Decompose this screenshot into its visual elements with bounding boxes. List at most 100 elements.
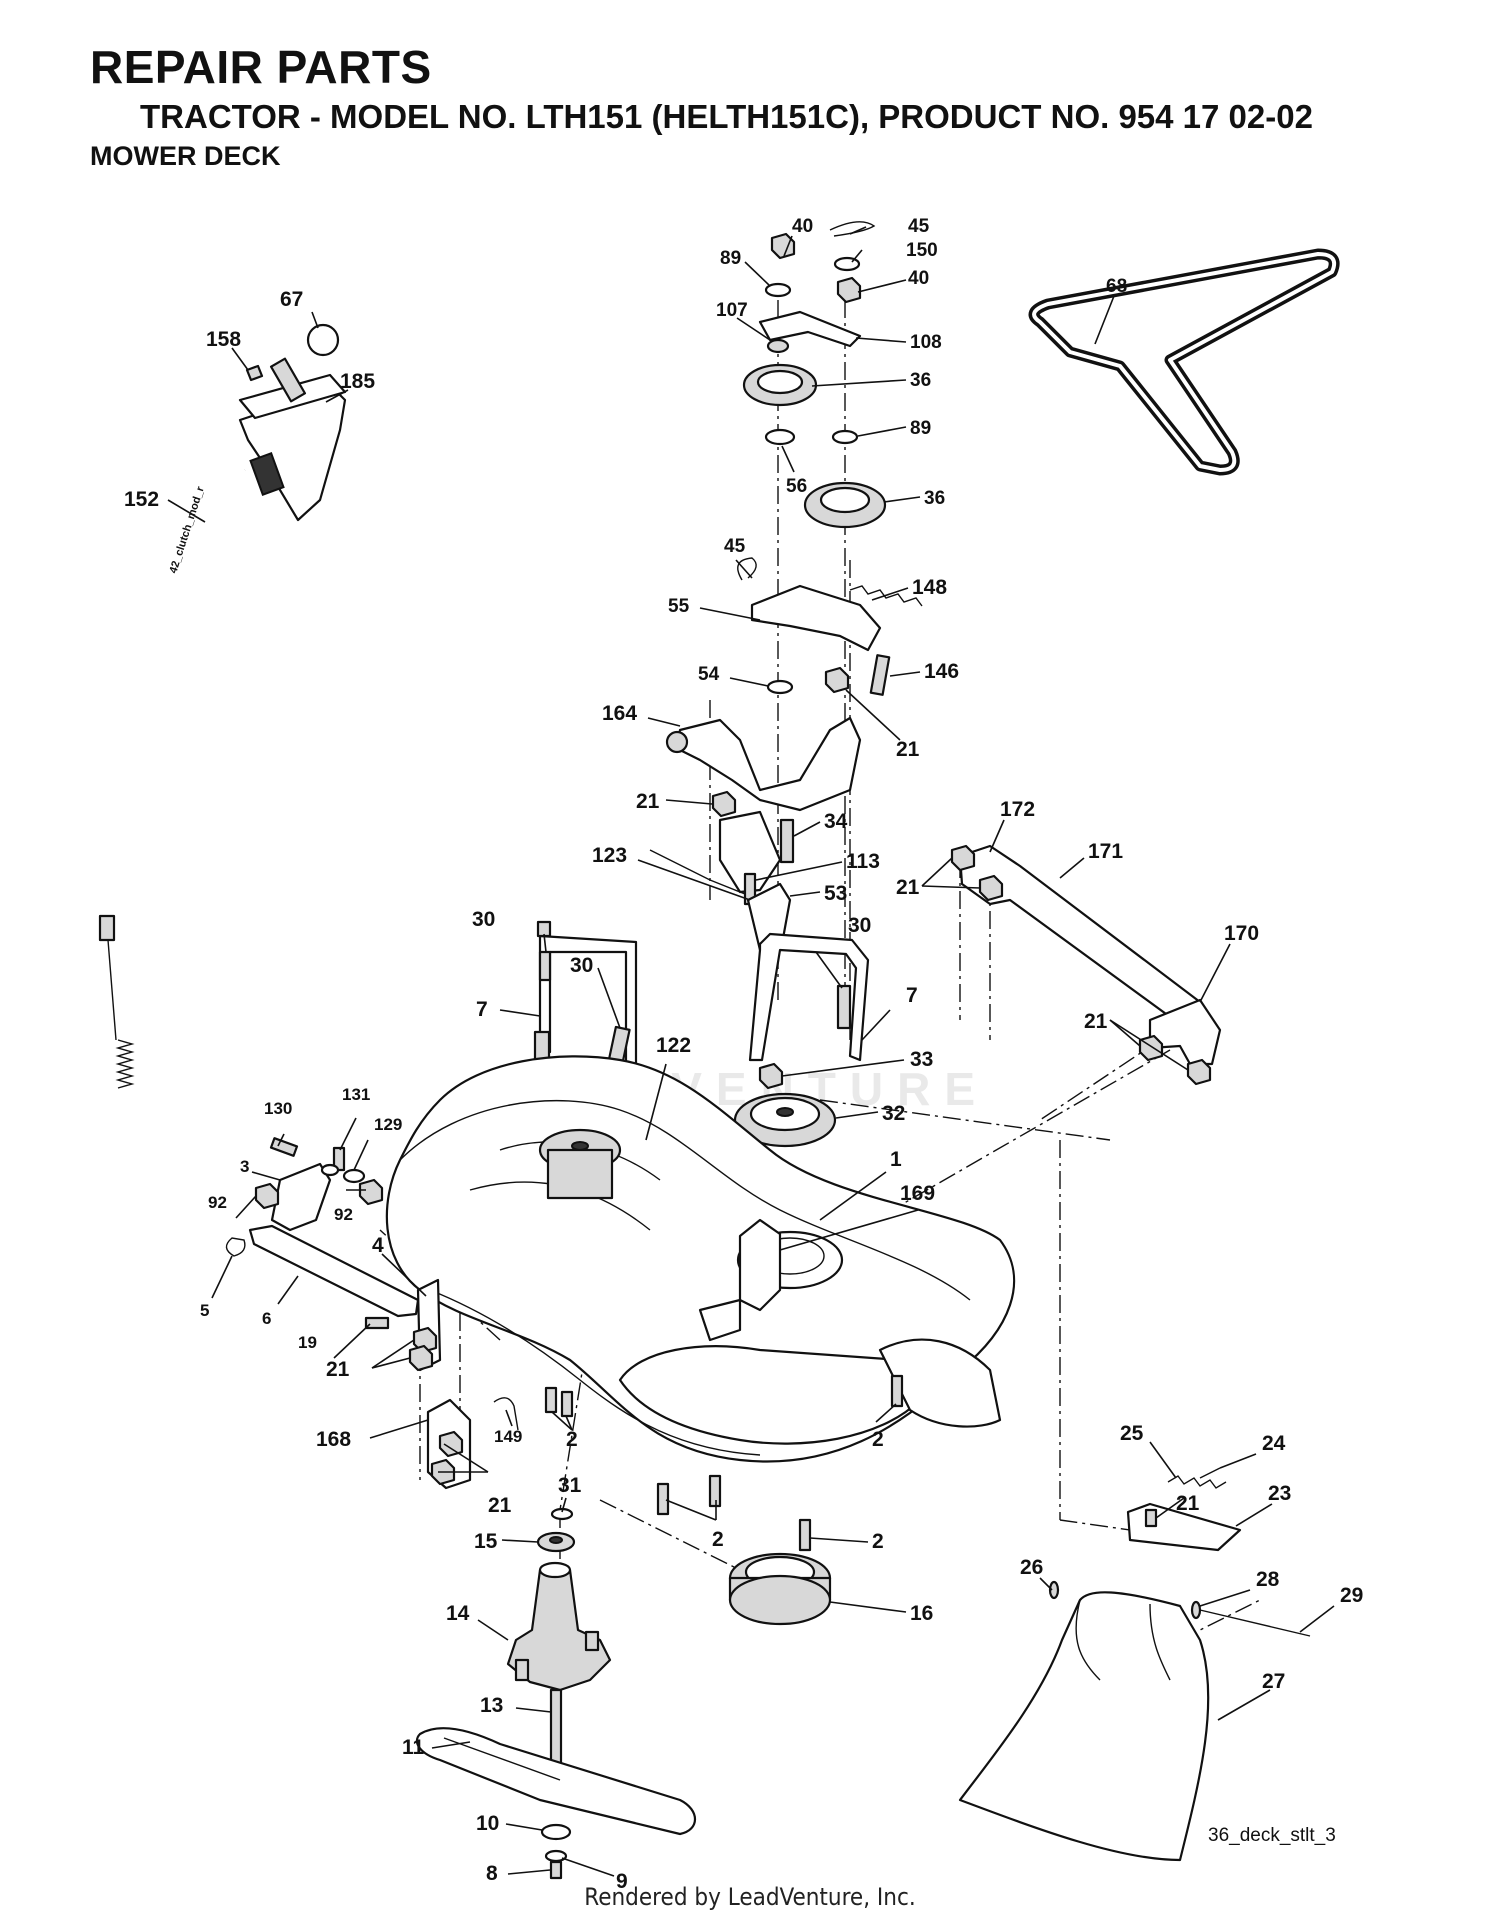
callout-150: 150 — [906, 240, 938, 261]
callout-146: 146 — [924, 660, 959, 683]
callout-21: 21 — [326, 1358, 350, 1381]
callout-25: 25 — [1120, 1422, 1144, 1445]
callout-92: 92 — [334, 1205, 353, 1224]
callout-56: 56 — [786, 476, 807, 497]
callout-21: 21 — [896, 738, 920, 761]
callout-40: 40 — [792, 216, 813, 237]
callout-21: 21 — [1084, 1010, 1108, 1033]
deck-bolts — [656, 1374, 904, 1552]
callout-2: 2 — [566, 1428, 578, 1451]
page-title: REPAIR PARTS — [90, 41, 432, 93]
drive-belt — [1028, 248, 1340, 476]
callout-3: 3 — [240, 1157, 249, 1176]
callout-19: 19 — [298, 1333, 317, 1352]
callout-numbers: 40 45 89 150 40 107 108 36 89 56 36 68 6… — [124, 216, 1363, 1893]
callout-1: 1 — [890, 1148, 902, 1171]
callout-169: 169 — [900, 1182, 935, 1205]
callout-29: 29 — [1340, 1584, 1363, 1607]
callout-107: 107 — [716, 300, 748, 321]
callout-172: 172 — [1000, 798, 1035, 821]
callout-45: 45 — [908, 216, 930, 237]
mower-deck-housing — [385, 1055, 1016, 1463]
callout-89: 89 — [720, 248, 741, 269]
callout-131: 131 — [342, 1085, 370, 1104]
callout-168: 168 — [316, 1428, 351, 1451]
callout-92: 92 — [208, 1193, 227, 1212]
callout-10: 10 — [476, 1812, 499, 1835]
callout-21: 21 — [1176, 1492, 1200, 1515]
lift-link-assembly — [950, 844, 1222, 1086]
callout-32: 32 — [882, 1102, 905, 1125]
callout-53: 53 — [824, 882, 847, 905]
callout-45: 45 — [724, 536, 746, 557]
spindle-adapter — [728, 1552, 832, 1626]
callout-30: 30 — [472, 908, 495, 931]
callout-30: 30 — [848, 914, 871, 937]
callout-16: 16 — [910, 1602, 933, 1625]
callout-28: 28 — [1256, 1568, 1280, 1591]
callout-152: 152 — [124, 488, 159, 511]
left-linkage — [225, 1137, 574, 1490]
callout-11: 11 — [402, 1736, 425, 1759]
callout-9: 9 — [616, 1870, 628, 1893]
discharge-chute — [958, 1467, 1311, 1862]
callout-4: 4 — [372, 1234, 384, 1257]
callout-5: 5 — [200, 1301, 209, 1320]
callout-170: 170 — [1224, 922, 1259, 945]
callout-68: 68 — [1106, 276, 1127, 297]
callout-89: 89 — [910, 418, 931, 439]
callout-14: 14 — [446, 1602, 470, 1625]
diagram-reference: 36_deck_stlt_3 — [1208, 1825, 1336, 1846]
callout-30: 30 — [570, 954, 593, 977]
callout-129: 129 — [374, 1115, 402, 1134]
callout-13: 13 — [480, 1694, 503, 1717]
callout-130: 130 — [264, 1099, 292, 1118]
callout-33: 33 — [910, 1048, 933, 1071]
callout-171: 171 — [1088, 840, 1123, 863]
cable-label: 42_clutch_mod_r — [167, 484, 207, 574]
callout-113: 113 — [846, 850, 880, 873]
callout-149: 149 — [494, 1427, 522, 1446]
clutch-lever-assembly — [98, 323, 347, 1089]
callout-21: 21 — [636, 790, 660, 813]
callout-54: 54 — [698, 664, 720, 685]
callout-15: 15 — [474, 1530, 498, 1553]
callout-8: 8 — [486, 1862, 498, 1885]
callout-55: 55 — [668, 596, 690, 617]
model-line: TRACTOR - MODEL NO. LTH151 (HELTH151C), … — [140, 98, 1313, 135]
callout-6: 6 — [262, 1309, 271, 1328]
callout-24: 24 — [1262, 1432, 1286, 1455]
callout-122: 122 — [656, 1034, 691, 1057]
leader-lines — [167, 226, 1335, 1877]
callout-31: 31 — [558, 1474, 582, 1497]
callout-23: 23 — [1268, 1482, 1291, 1505]
callout-148: 148 — [912, 576, 947, 599]
callout-21: 21 — [896, 876, 920, 899]
callout-123: 123 — [592, 844, 627, 867]
idler-arm — [737, 557, 923, 696]
blade-pulley — [733, 1062, 837, 1148]
callout-2: 2 — [872, 1428, 884, 1451]
callout-27: 27 — [1262, 1670, 1285, 1693]
render-credit: Rendered by LeadVenture, Inc. — [584, 1883, 916, 1911]
callout-158: 158 — [206, 328, 241, 351]
callout-34: 34 — [824, 810, 848, 833]
callout-185: 185 — [340, 370, 375, 393]
callout-26: 26 — [1020, 1556, 1043, 1579]
idler-bracket — [665, 716, 862, 894]
brake-rod — [649, 849, 792, 952]
idler-bracket-stack — [742, 221, 887, 529]
callout-2: 2 — [872, 1530, 884, 1553]
callout-108: 108 — [910, 332, 942, 353]
callout-164: 164 — [602, 702, 637, 725]
callout-36: 36 — [924, 488, 945, 509]
callout-21: 21 — [488, 1494, 512, 1517]
callout-7: 7 — [476, 998, 488, 1021]
callout-7: 7 — [906, 984, 918, 1007]
blade-spindle-stack — [415, 1507, 697, 1880]
callout-40: 40 — [908, 268, 929, 289]
callout-36: 36 — [910, 370, 931, 391]
callout-67: 67 — [280, 288, 303, 311]
